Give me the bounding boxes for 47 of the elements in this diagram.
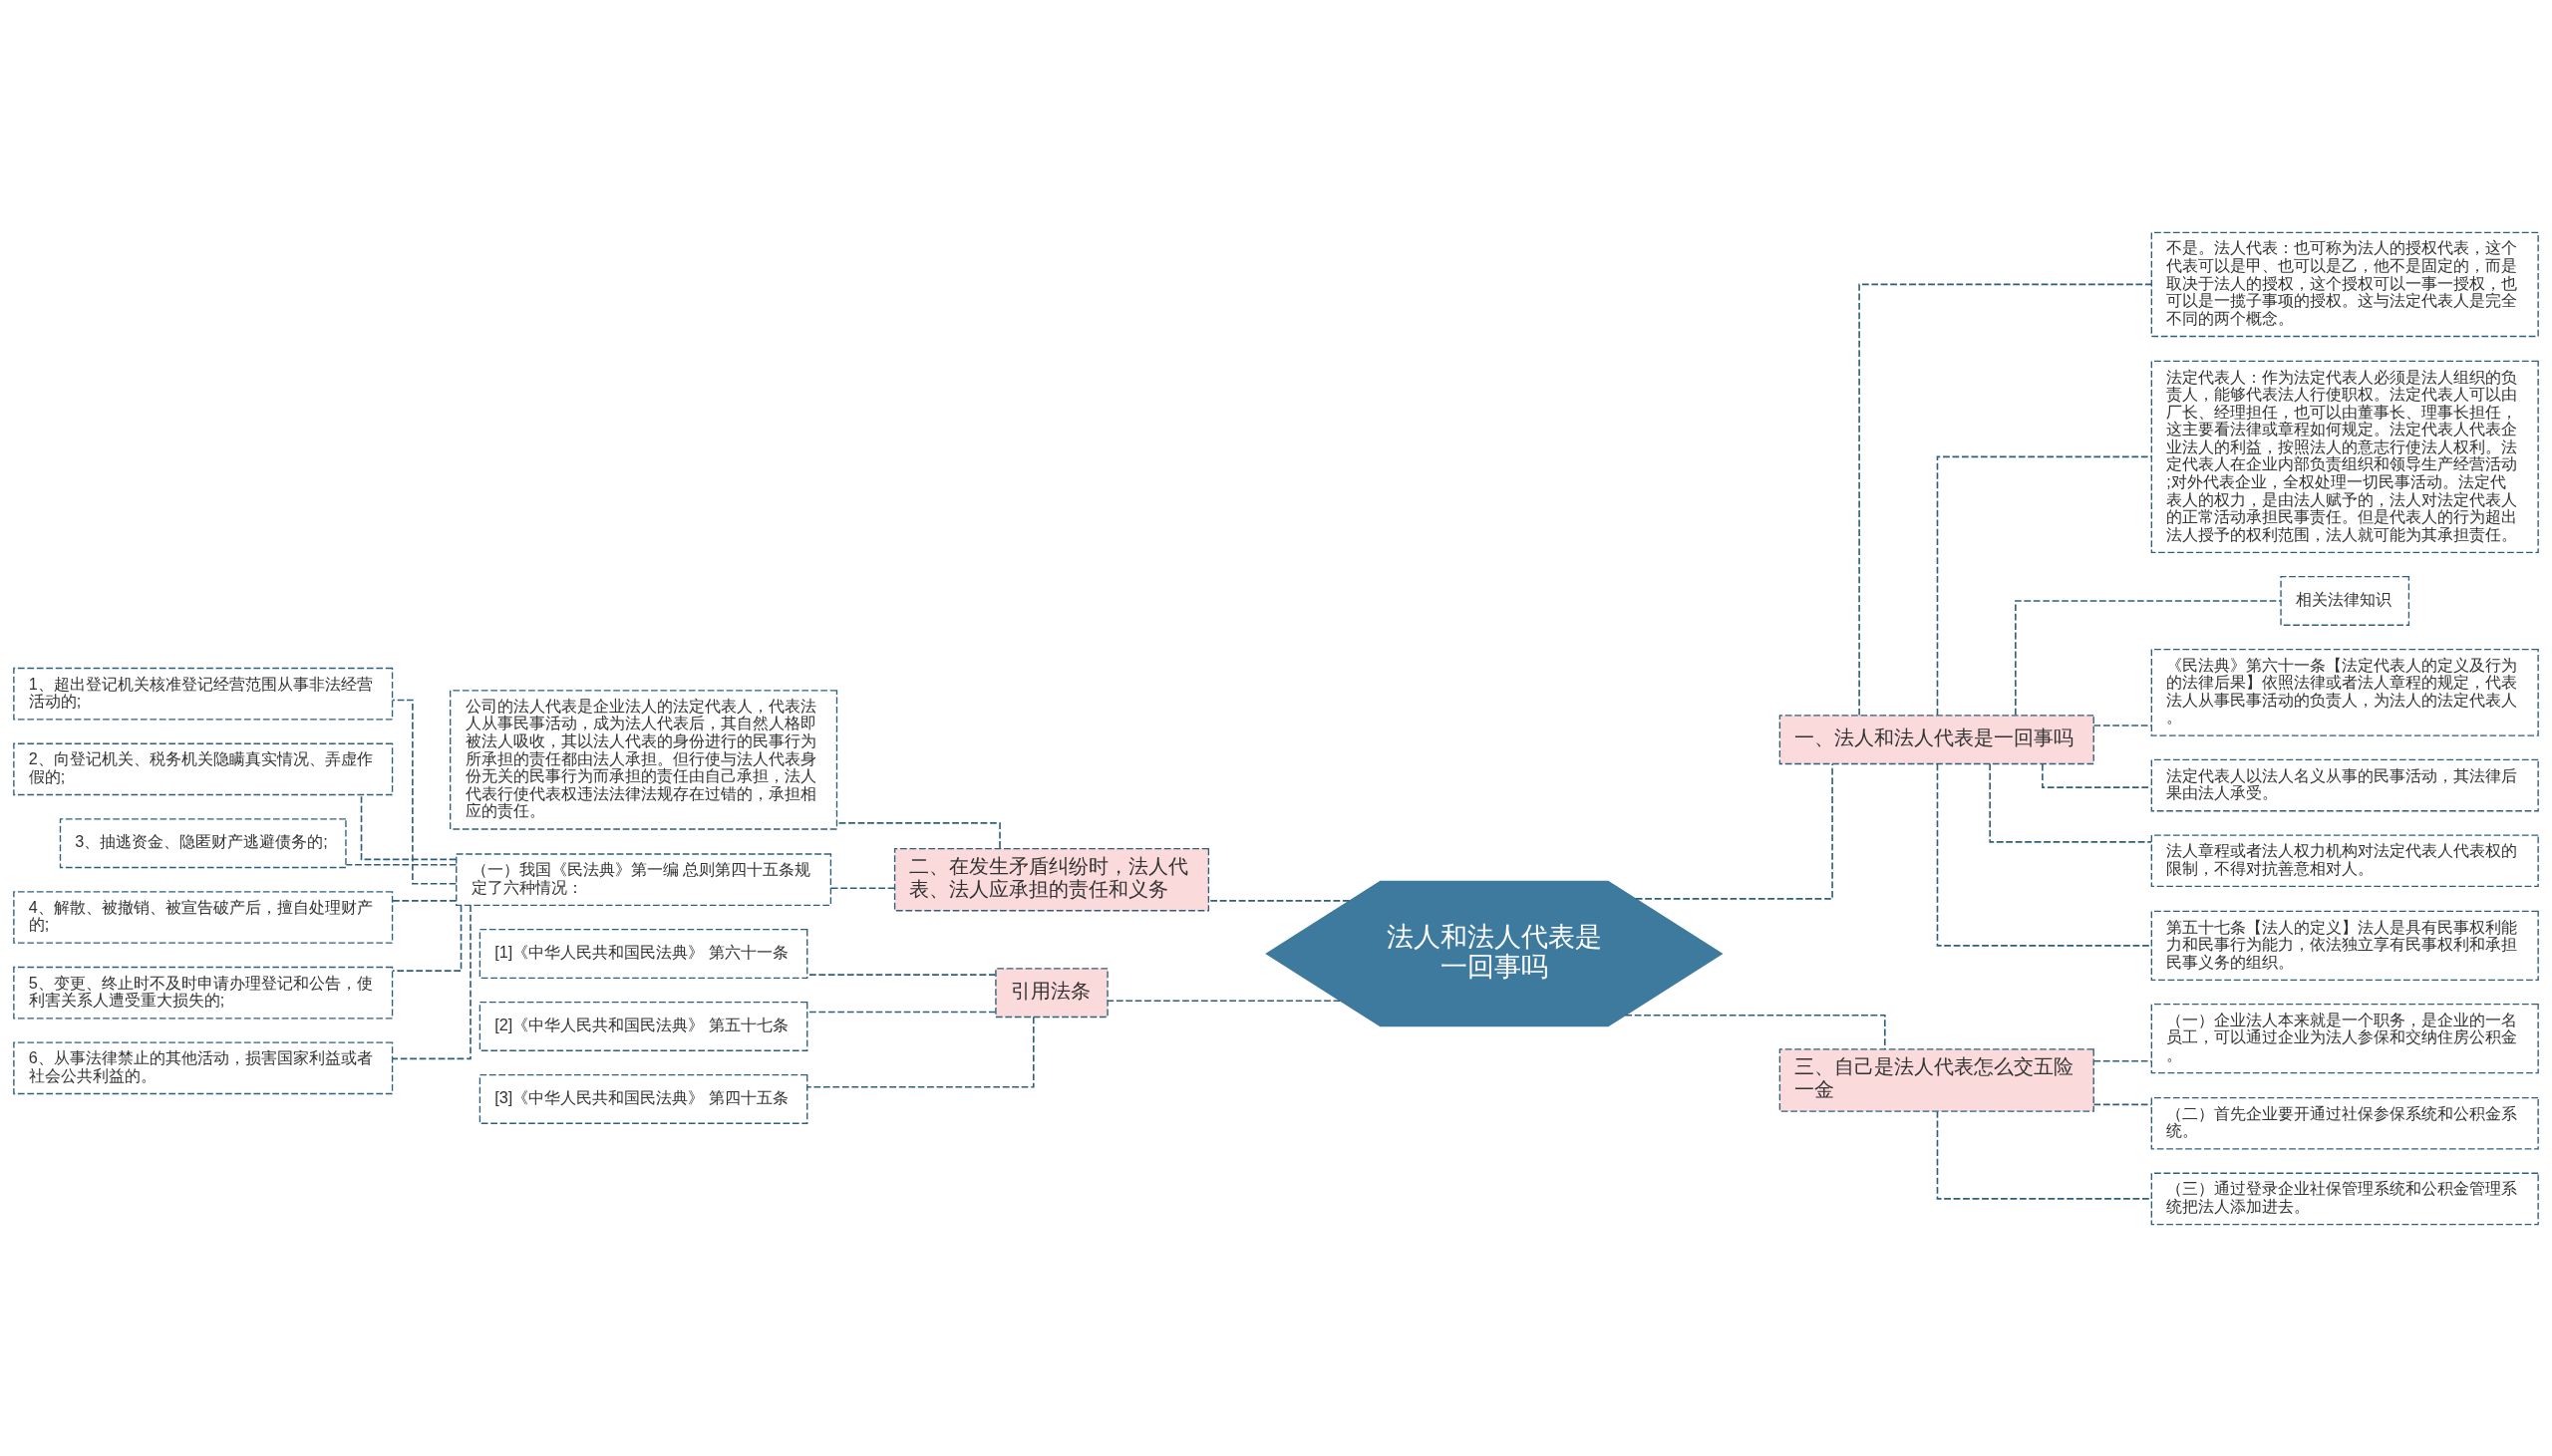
node-box: 相关法律知识 (2280, 575, 2410, 626)
connector (2092, 1059, 2153, 1062)
connector (806, 1016, 1035, 1088)
connector (2015, 599, 2282, 716)
connector (829, 886, 896, 889)
connector (345, 863, 458, 866)
node-box: 3、抽逃资金、隐匿财产逃避债务的; (59, 817, 347, 868)
connector (1936, 1109, 2152, 1200)
node-box: 二、在发生矛盾纠纷时，法人代表、法人应承担的责任和义务 (893, 847, 1210, 911)
connector (360, 793, 458, 860)
node-box: （三）通过登录企业社保管理系统和公积金管理系统把法人添加进去。 (2150, 1172, 2539, 1225)
connector (1624, 1014, 1886, 1050)
node-box: （一）我国《民法典》第一编 总则第四十五条规定了六种情况： (456, 852, 832, 906)
node-box: 6、从事法律禁止的其他活动，损害国家利益或者社会公共利益的。 (13, 1041, 394, 1094)
node-box: 《民法典》第六十一条【法定代表人的定义及行为的法律后果】依照法律或者法人章程的规定，代表法人从事民事活动的负责人，为法人的法定代表人。 (2150, 648, 2539, 736)
node-box: 4、解散、被撤销、被宣告破产后，擅自处理财产的; (13, 890, 394, 944)
node-box: 第五十七条【法人的定义】法人是具有民事权利能力和民事行为能力，依法独立享有民事权利和承担民事义务的组织。 (2150, 910, 2539, 981)
connector (1936, 762, 2152, 947)
connector (1936, 455, 2152, 716)
connector (1634, 762, 1833, 900)
connector (2092, 724, 2153, 727)
node-box: 引用法条 (995, 967, 1109, 1018)
node-box: （一）企业法人本来就是一个职务，是企业的一名员工，可以通过企业为法人参保和交纳住房公积金。 (2150, 1003, 2539, 1073)
connector (1207, 899, 1351, 902)
connector (1858, 283, 2153, 716)
connector (392, 904, 463, 972)
node-box: 不是。法人代表：也可称为法人的授权代表，这个代表可以是甲、也可以是乙，他不是固定的，而是取决于法人的授权，这个授权可以一事一授权，也可以是一揽子事项的授权。这与法定代表人是完全不同的两个概念。 (2150, 231, 2539, 337)
node-box: 公司的法人代表是企业法人的法定代表人，代表法人从事民事活动，成为法人代表后，其自然人格即被法人吸收，其以法人代表的身份进行的民事行为所承担的责任都由法人承担。但行使与法人代表身份无关的民事行为而承担的责任由自己承担，法人代表行使代表权违法法律法规存在过错的，承担相应的责任。 (450, 689, 838, 830)
node-box: 2、向登记机关、税务机关隐瞒真实情况、弄虚作假的; (13, 742, 394, 795)
node-box: [2]《中华人民共和国民法典》 第五十七条 (478, 1001, 808, 1051)
connector (1107, 1000, 1342, 1002)
connector (391, 904, 472, 1059)
node-box: [1]《中华人民共和国民法典》 第六十一条 (478, 928, 808, 979)
connector (1989, 762, 2152, 843)
node-box: （二）首先企业要开通过社保参保系统和公积金系统。 (2150, 1096, 2539, 1150)
node-box: 法定代表人以法人名义从事的民事活动，其法律后果由法人承受。 (2150, 758, 2539, 811)
node-box: 1、超出登记机关核准登记经营范围从事非法经营活动的; (13, 667, 394, 721)
connector (391, 899, 458, 902)
node-box: 5、变更、终止时不及时申请办理登记和公告，使利害关系人遭受重大损失的; (13, 966, 394, 1019)
connector (806, 1011, 997, 1013)
connector (806, 973, 997, 976)
connector (2092, 1103, 2153, 1105)
node-box: 一、法人和法人代表是一回事吗 (1778, 714, 2094, 764)
node-box: 三、自己是法人代表怎么交五险一金 (1778, 1047, 2094, 1112)
node-box: 法人章程或者法人权力机构对法定代表人代表权的限制，不得对抗善意相对人。 (2150, 833, 2539, 887)
node-box: [3]《中华人民共和国民法典》 第四十五条 (478, 1073, 808, 1124)
node-box: 法定代表人：作为法定代表人必须是法人组织的负责人，能够代表法人行使职权。法定代表人可以由厂长、经理担任，也可以由董事长、理事长担任，这主要看法律或章程如何规定。法定代表人代表企业法人的利益，按照法人的意志行使法人权利。法定代表人在企业内部负责组织和领导生产经营活动;对外代表企业，全权处理一切民事活动。法定代表人的权力，是由法人赋予的，法人对法定代表人的正常活动承担民事责任。但是代表人的行为超出法人授予的权利范围，法人就可能为其承担责任。 (2150, 360, 2539, 553)
